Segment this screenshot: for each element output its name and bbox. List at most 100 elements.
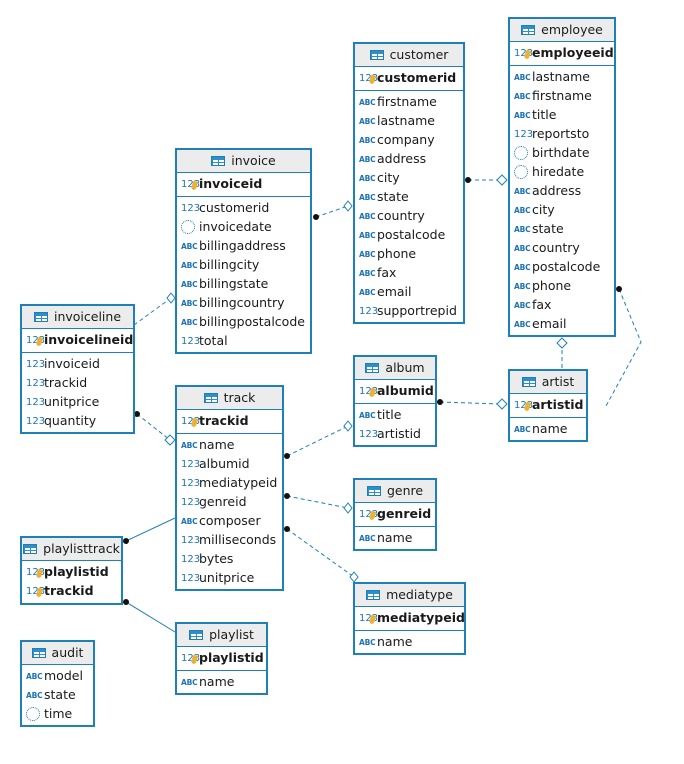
table-icon (189, 630, 204, 640)
entity-header[interactable]: invoiceline (22, 306, 133, 329)
entity-header[interactable]: artist (510, 371, 586, 394)
entity-header[interactable]: invoice (177, 150, 310, 173)
entity-header[interactable]: genre (355, 480, 435, 503)
primary-key-column[interactable]: 123genreid (355, 504, 435, 523)
link-playlisttrack-track (125, 517, 176, 542)
column[interactable]: 123total (177, 331, 310, 350)
primary-key-column[interactable]: 123playlistid (22, 562, 121, 581)
column[interactable]: 123mediatypeid (177, 473, 282, 492)
primary-key-column[interactable]: 123trackid (22, 581, 121, 600)
entity-header[interactable]: playlist (177, 624, 266, 647)
column[interactable]: 123trackid (22, 373, 133, 392)
primary-key-section: 123playlistid (177, 647, 266, 671)
primary-key-column[interactable]: 123invoicelineid (22, 330, 133, 349)
column[interactable]: 123invoiceid (22, 354, 133, 373)
column[interactable]: 123supportrepid (355, 301, 463, 320)
entity-header[interactable]: employee (510, 19, 614, 42)
column[interactable]: 123genreid (177, 492, 282, 511)
primary-key-icon: 123 (359, 609, 378, 628)
column[interactable]: time (22, 704, 93, 723)
column[interactable]: 123artistid (355, 424, 435, 443)
column[interactable]: birthdate (510, 143, 614, 162)
primary-key-column[interactable]: 123mediatypeid (355, 608, 465, 628)
entity-header[interactable]: customer (355, 44, 463, 67)
primary-key-column[interactable]: 123employeeid (510, 43, 614, 62)
primary-key-column[interactable]: 123artistid (510, 395, 586, 414)
primary-key-column[interactable]: 123trackid (177, 411, 282, 430)
entity-header[interactable]: track (177, 387, 282, 410)
entity-header[interactable]: audit (22, 642, 93, 665)
column[interactable]: 123customerid (177, 198, 310, 217)
primary-key-column[interactable]: 123albumid (355, 381, 435, 400)
entity-header[interactable]: playlisttrack (22, 538, 121, 561)
column[interactable]: invoicedate (177, 217, 310, 236)
entity-header[interactable]: mediatype (355, 584, 464, 607)
primary-key-column[interactable]: 123customerid (355, 68, 463, 87)
column-name: fax (377, 265, 397, 280)
column[interactable]: hiredate (510, 162, 614, 181)
primary-key-column[interactable]: 123playlistid (177, 648, 266, 667)
column[interactable]: 123unitprice (22, 392, 133, 411)
column[interactable]: 123quantity (22, 411, 133, 430)
text-type-icon: ABC (514, 225, 531, 234)
column[interactable]: 123reportsto (510, 124, 614, 143)
column[interactable]: 123albumid (177, 454, 282, 473)
column[interactable]: 123milliseconds (177, 530, 282, 549)
primary-key-column[interactable]: 123invoiceid (177, 174, 310, 193)
column[interactable]: 123unitprice (177, 568, 282, 587)
link-end-dot (284, 453, 290, 459)
column-name: name (377, 634, 413, 649)
column[interactable]: 123bytes (177, 549, 282, 568)
entity-header[interactable]: album (355, 357, 435, 380)
